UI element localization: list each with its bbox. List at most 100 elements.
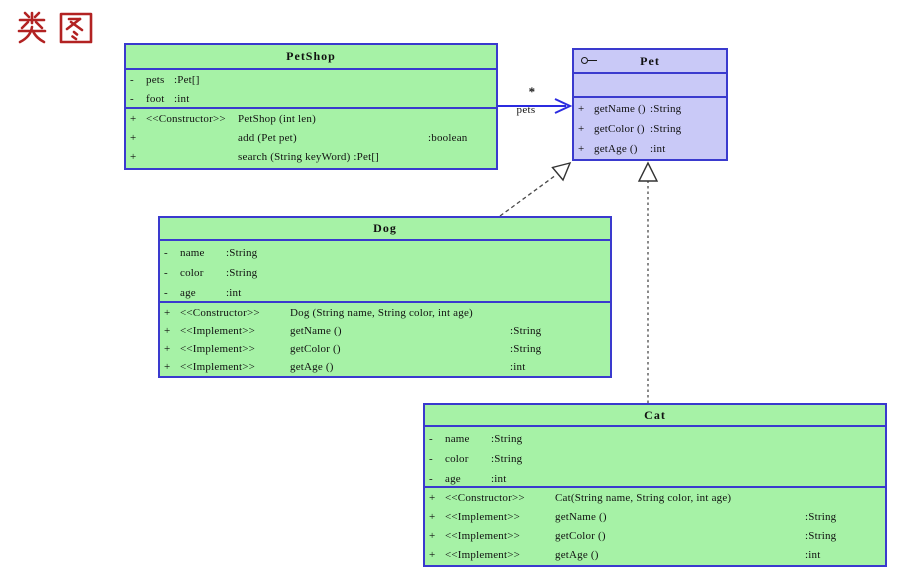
class-box-dog: Dog - name :String - color :String - age… — [158, 216, 612, 378]
method-row: + <<Implement>> getAge () :int — [425, 546, 885, 565]
method-stereotype: <<Constructor>> — [180, 307, 260, 319]
visibility-marker: + — [130, 113, 137, 125]
methods-compartment-pet: + getName () :String + getColor () :Stri… — [574, 96, 726, 159]
method-signature: getName () — [594, 103, 646, 115]
method-return-type: :boolean — [428, 132, 468, 144]
method-row: + <<Constructor>> Cat(String name, Strin… — [425, 489, 885, 508]
method-signature: getAge () — [594, 143, 638, 155]
method-stereotype: <<Implement>> — [445, 530, 521, 542]
method-row: + search (String keyWord) :Pet[] — [126, 148, 496, 167]
class-name: Cat — [644, 407, 666, 422]
attribute-row: - name :String — [160, 243, 610, 263]
attribute-row: - foot :int — [126, 90, 496, 109]
attributes-compartment-pet — [574, 72, 726, 96]
method-row: + <<Constructor>> Dog (String name, Stri… — [160, 304, 610, 322]
method-signature: getColor () — [555, 530, 606, 542]
visibility-marker: - — [429, 453, 433, 465]
method-signature: getName () — [555, 511, 607, 523]
method-return-type: :String — [650, 103, 682, 115]
attribute-name: name — [180, 247, 205, 259]
attribute-name: color — [180, 267, 204, 279]
visibility-marker: + — [164, 307, 171, 319]
method-signature: getAge () — [290, 361, 334, 373]
attribute-type: :String — [491, 433, 523, 445]
realization-line-dog-pet — [499, 174, 557, 217]
visibility-marker: + — [130, 132, 137, 144]
methods-compartment-dog: + <<Constructor>> Dog (String name, Stri… — [160, 301, 610, 376]
page-title: 类图 — [16, 10, 94, 51]
visibility-marker: - — [164, 247, 168, 259]
interface-icon — [581, 57, 599, 65]
class-name: Pet — [640, 53, 660, 68]
visibility-marker: - — [429, 433, 433, 445]
realization-triangle-icon-dog — [551, 161, 572, 182]
attribute-type: :int — [491, 473, 507, 485]
visibility-marker: + — [164, 361, 171, 373]
class-title-dog: Dog — [160, 218, 610, 239]
attribute-row: - pets :Pet[] — [126, 71, 496, 90]
method-return-type: :String — [805, 530, 837, 542]
interface-icon-tail — [588, 60, 597, 61]
attribute-name: name — [445, 433, 470, 445]
class-title-petshop: PetShop — [126, 45, 496, 68]
method-signature: getName () — [290, 325, 342, 337]
attribute-name: foot — [146, 93, 165, 105]
visibility-marker: - — [130, 74, 134, 86]
class-name: Dog — [373, 221, 397, 235]
method-signature: Dog (String name, String color, int age) — [290, 307, 473, 319]
attribute-row: - color :String — [425, 449, 885, 469]
interface-icon-circle — [581, 57, 588, 64]
class-title-pet: Pet — [574, 50, 726, 72]
method-return-type: :int — [805, 549, 821, 561]
method-row: + <<Implement>> getColor () :String — [160, 340, 610, 358]
method-row: + <<Constructor>> PetShop (int len) — [126, 110, 496, 129]
method-return-type: :String — [510, 325, 542, 337]
method-return-type: :String — [510, 343, 542, 355]
attribute-row: - color :String — [160, 263, 610, 283]
attributes-compartment-cat: - name :String - color :String - age :in… — [425, 425, 885, 486]
method-signature: PetShop (int len) — [238, 113, 316, 125]
association-multiplicity-label: * — [528, 84, 536, 99]
attribute-type: :String — [226, 247, 258, 259]
visibility-marker: + — [578, 143, 585, 155]
method-stereotype: <<Implement>> — [180, 343, 256, 355]
method-signature: search (String keyWord) :Pet[] — [238, 151, 380, 163]
method-row: + <<Implement>> getName () :String — [425, 508, 885, 527]
method-signature: getColor () — [290, 343, 341, 355]
attribute-type: :String — [491, 453, 523, 465]
method-return-type: :int — [650, 143, 666, 155]
class-box-cat: Cat - name :String - color :String - age… — [423, 403, 887, 567]
visibility-marker: + — [164, 325, 171, 337]
method-signature: add (Pet pet) — [238, 132, 297, 144]
association-role-label: pets — [516, 104, 536, 116]
method-signature: getColor () — [594, 123, 645, 135]
class-box-petshop: PetShop - pets :Pet[] - foot :int + <<Co… — [124, 43, 498, 170]
method-row: + <<Implement>> getColor () :String — [425, 527, 885, 546]
attribute-row: - age :int — [425, 469, 885, 489]
methods-compartment-cat: + <<Constructor>> Cat(String name, Strin… — [425, 486, 885, 565]
method-stereotype: <<Implement>> — [445, 549, 521, 561]
association-arrowhead-icon — [554, 98, 573, 114]
method-return-type: :String — [650, 123, 682, 135]
attribute-row: - age :int — [160, 283, 610, 303]
method-row: + getColor () :String — [574, 119, 726, 139]
visibility-marker: - — [130, 93, 134, 105]
attribute-type: :String — [226, 267, 258, 279]
method-stereotype: <<Implement>> — [180, 325, 256, 337]
method-row: + <<Implement>> getName () :String — [160, 322, 610, 340]
visibility-marker: + — [130, 151, 137, 163]
attribute-name: age — [180, 287, 196, 299]
realization-triangle-icon-cat — [637, 161, 659, 182]
method-return-type: :String — [805, 511, 837, 523]
visibility-marker: + — [429, 492, 436, 504]
attribute-name: color — [445, 453, 469, 465]
method-row: + getName () :String — [574, 99, 726, 119]
method-signature: getAge () — [555, 549, 599, 561]
methods-compartment-petshop: + <<Constructor>> PetShop (int len) + ad… — [126, 107, 496, 168]
class-title-cat: Cat — [425, 405, 885, 425]
visibility-marker: + — [578, 123, 585, 135]
attribute-row: - name :String — [425, 429, 885, 449]
method-row: + <<Implement>> getAge () :int — [160, 358, 610, 376]
attribute-type: :Pet[] — [174, 74, 200, 86]
